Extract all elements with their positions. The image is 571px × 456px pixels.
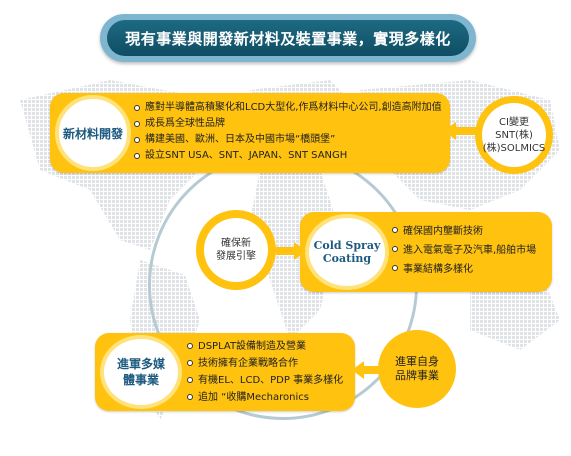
list-item: 構建美國、歐洲、日本及中國市場“橋頭堡”: [134, 132, 442, 148]
arrow-right-icon: [276, 242, 306, 260]
list-item: 進入電氣電子及汽車,船舶市場: [392, 241, 536, 260]
own-brand-circle: 進軍自身 品牌事業: [378, 330, 456, 408]
cold-spray-label-circle: Cold Spray Coating: [305, 214, 389, 290]
multimedia-bullets: DSPLAT設備制造及營業 技術擁有企業戰略合作 有機EL、LCD、PDP 事業…: [187, 338, 343, 406]
new-engine-circle: 確保新 發展引擎: [196, 210, 276, 290]
list-item: 設立SNT USA、SNT、JAPAN、SNT SANGH: [134, 148, 442, 164]
multimedia-label-circle: 進軍多媒 體事業: [100, 335, 182, 409]
new-engine-text: 確保新 發展引擎: [216, 238, 256, 262]
list-item: DSPLAT設備制造及營業: [187, 338, 343, 355]
cold-spray-bullets: 確保國内壟斷技術 進入電氣電子及汽車,船舶市場 事業結構多樣化: [392, 222, 536, 279]
cold-spray-label: Cold Spray Coating: [313, 239, 381, 265]
new-material-bullets: 應對半導體高積聚化和LCD大型化,作爲材料中心公司,創造高附加值 成長爲全球性品…: [134, 100, 442, 164]
own-brand-text: 進軍自身 品牌事業: [395, 355, 439, 382]
list-item: 事業結構多樣化: [392, 260, 536, 279]
list-item: 有機EL、LCD、PDP 事業多樣化: [187, 372, 343, 389]
multimedia-label: 進軍多媒 體事業: [116, 357, 165, 387]
list-item: 應對半導體高積聚化和LCD大型化,作爲材料中心公司,創造高附加值: [134, 100, 442, 116]
new-material-label-circle: 新材料開發: [55, 95, 131, 171]
list-item: 技術擁有企業戰略合作: [187, 355, 343, 372]
ci-change-text: CI變更 SNT(株) (株)SOLMICS: [482, 116, 546, 154]
arrow-left-icon: [444, 122, 480, 140]
page-title: 現有事業與開發新材料及裝置事業，實現多樣化: [107, 20, 469, 56]
arrow-left-icon: [352, 361, 382, 379]
new-material-label: 新材料開發: [62, 126, 123, 141]
list-item: 成長爲全球性品牌: [134, 116, 442, 132]
ci-change-circle: CI變更 SNT(株) (株)SOLMICS: [475, 96, 553, 174]
list-item: 追加 “收購Mecharonics: [187, 389, 343, 406]
list-item: 確保國内壟斷技術: [392, 222, 536, 241]
title-banner: 現有事業與開發新材料及裝置事業，實現多樣化: [100, 14, 476, 62]
